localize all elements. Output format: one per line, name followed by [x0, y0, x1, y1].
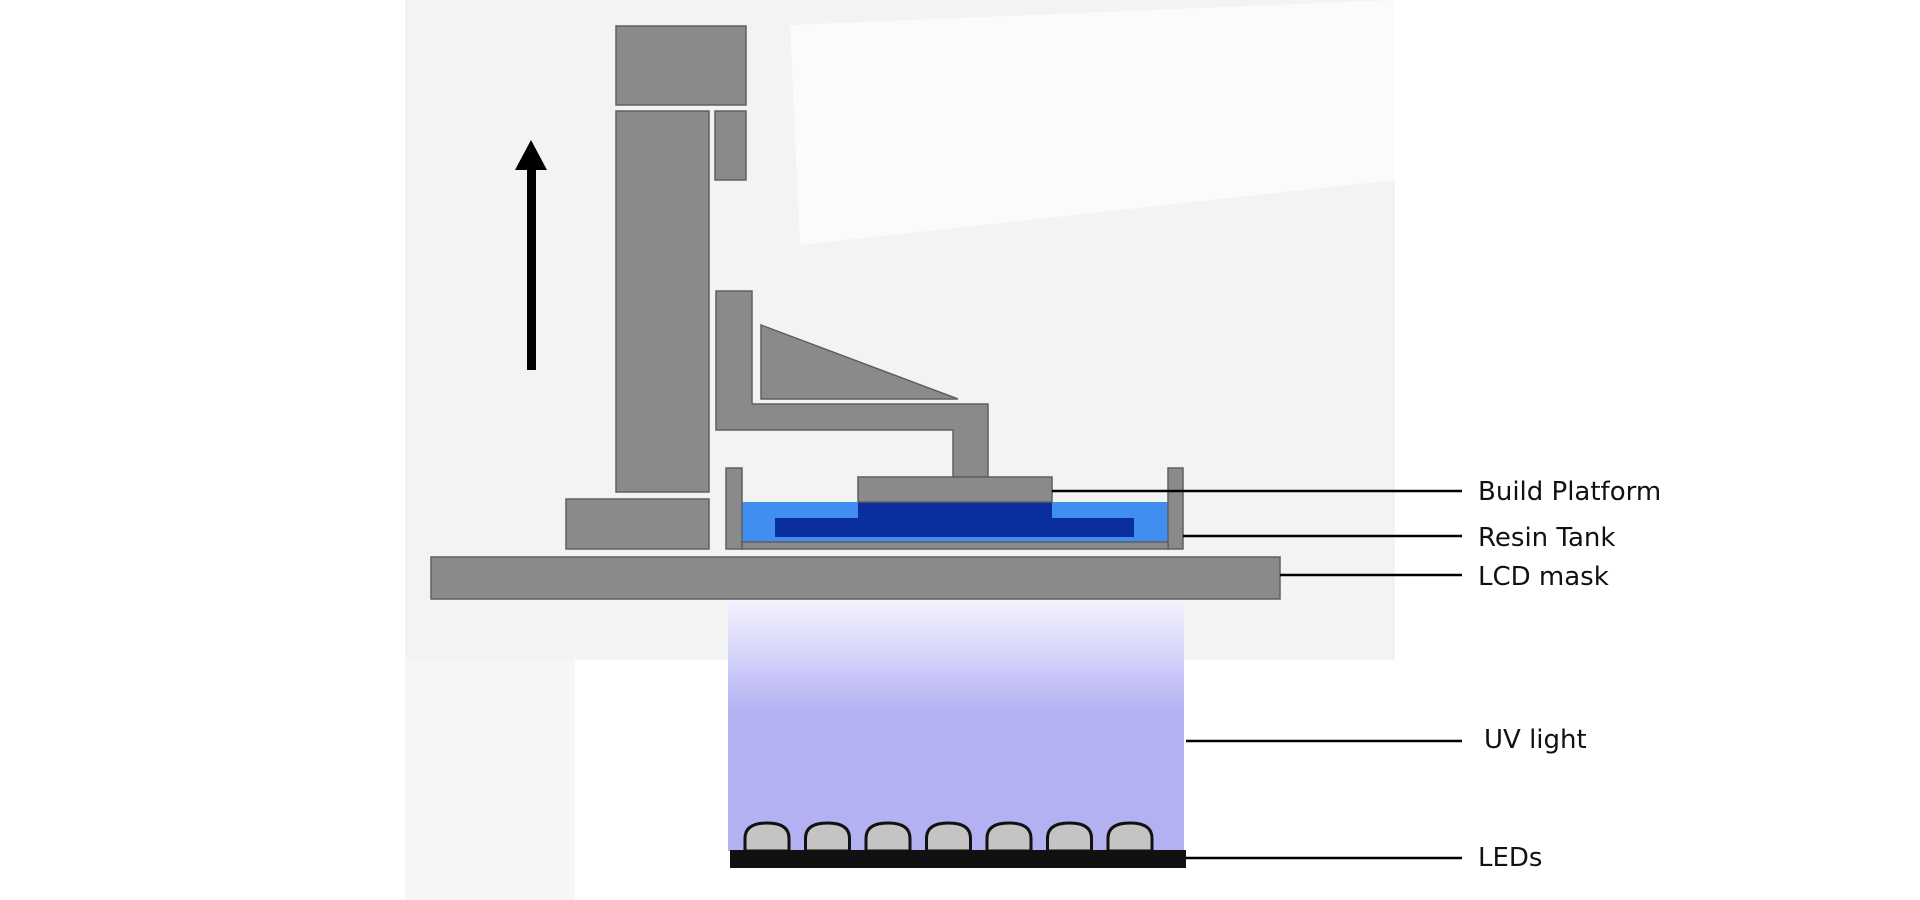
cured-layer-upper [858, 502, 1052, 519]
label-leds: LEDs [1478, 843, 1542, 873]
led-7 [1106, 821, 1154, 853]
tank-wall-right [1167, 467, 1184, 550]
led-4 [925, 821, 972, 853]
led-2 [804, 821, 851, 853]
cured-layer [775, 518, 1134, 537]
z-axis-column [565, 25, 747, 550]
leader-lines [1052, 489, 1462, 860]
arm-gusset [760, 323, 959, 400]
label-lcd-mask: LCD mask [1478, 562, 1609, 592]
resin-tank [725, 467, 1184, 550]
led-array [743, 821, 1154, 853]
led-5 [985, 821, 1033, 853]
arrow-up-icon [515, 140, 547, 370]
led-3 [864, 821, 912, 853]
label-resin-tank: Resin Tank [1478, 523, 1615, 553]
background-highlight [790, 0, 1395, 245]
led-6 [1046, 821, 1093, 853]
led-1 [743, 821, 791, 853]
label-uv-light: UV light [1484, 725, 1587, 755]
column-body [615, 110, 710, 493]
column-top-cap [615, 25, 747, 106]
column-base [565, 498, 710, 550]
led-board [730, 850, 1186, 868]
uv-light [728, 601, 1184, 851]
background-panel-lower [405, 660, 575, 900]
build-platform [857, 476, 1053, 503]
column-carriage [714, 110, 747, 181]
label-build-platform: Build Platform [1478, 477, 1661, 507]
tank-wall-left [725, 467, 743, 550]
lcd-mask [430, 556, 1281, 600]
tank-floor [741, 541, 1169, 550]
